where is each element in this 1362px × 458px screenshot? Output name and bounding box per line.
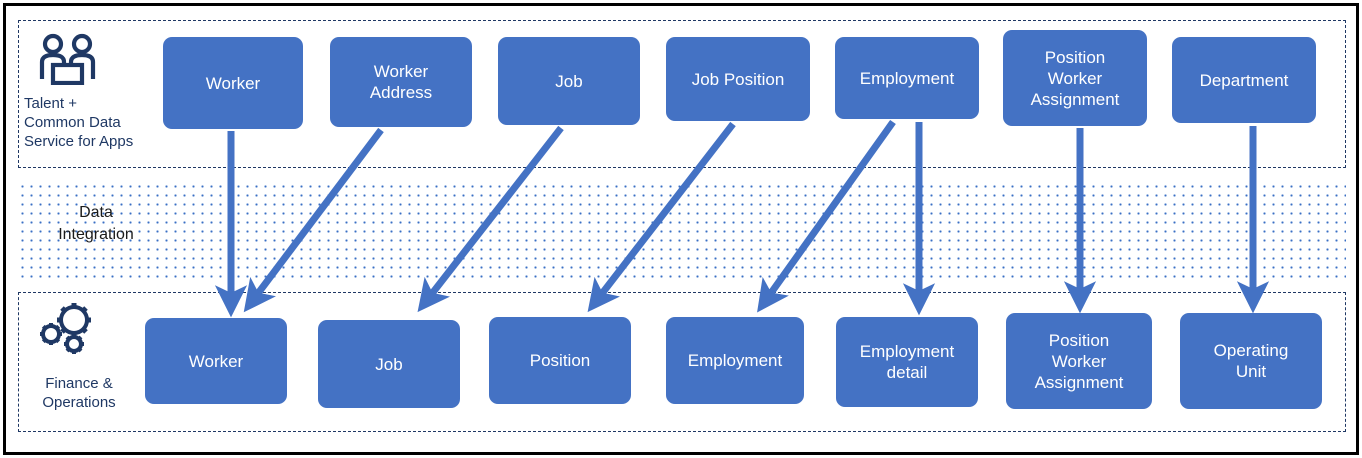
talent-cds-label: Talent + Common Data Service for Apps bbox=[24, 95, 134, 150]
entity-node-label: Worker bbox=[188, 351, 244, 371]
entity-node-b-empl-detail[interactable]: Employment detail bbox=[836, 317, 978, 407]
entity-node-t-department[interactable]: Department bbox=[1172, 37, 1316, 123]
entity-node-label: Position Worker Assignment bbox=[1030, 47, 1120, 109]
data-integration-label: Data Integration bbox=[58, 204, 134, 243]
entity-node-b-job[interactable]: Job bbox=[318, 320, 460, 408]
entity-node-t-job[interactable]: Job bbox=[498, 37, 640, 125]
gears-icon bbox=[38, 300, 100, 361]
entity-node-label: Job bbox=[555, 71, 583, 91]
people-icon bbox=[38, 33, 100, 90]
entity-node-t-job-pos[interactable]: Job Position bbox=[666, 37, 810, 121]
entity-node-label: Worker bbox=[205, 73, 261, 93]
entity-node-label: Job Position bbox=[691, 69, 785, 89]
entity-node-label: Position Worker Assignment bbox=[1034, 330, 1124, 392]
entity-node-label: Position bbox=[529, 351, 591, 370]
entity-node-label: Employment detail bbox=[859, 342, 955, 382]
entity-node-t-pwa[interactable]: Position Worker Assignment bbox=[1003, 30, 1147, 126]
entity-node-label: Job bbox=[375, 354, 403, 374]
entity-node-label: Worker Address bbox=[369, 62, 433, 102]
entity-node-b-position[interactable]: Position bbox=[489, 317, 631, 404]
entity-node-b-operating[interactable]: Operating Unit bbox=[1180, 313, 1322, 409]
entity-node-t-worker[interactable]: Worker bbox=[163, 37, 303, 129]
entity-node-b-worker[interactable]: Worker bbox=[145, 318, 287, 404]
finance-operations-label: Finance & Operations bbox=[42, 375, 116, 411]
data-integration-band bbox=[18, 182, 1346, 278]
outer-frame bbox=[3, 3, 1359, 455]
entity-node-t-employment[interactable]: Employment bbox=[835, 37, 979, 119]
entity-node-label: Operating Unit bbox=[1213, 341, 1289, 381]
entity-node-t-worker-addr[interactable]: Worker Address bbox=[330, 37, 472, 127]
entity-node-label: Employment bbox=[687, 351, 783, 370]
entity-node-label: Department bbox=[1199, 70, 1289, 90]
entity-node-label: Employment bbox=[859, 68, 955, 88]
entity-node-b-employment[interactable]: Employment bbox=[666, 317, 804, 404]
entity-node-b-pwa[interactable]: Position Worker Assignment bbox=[1006, 313, 1152, 409]
